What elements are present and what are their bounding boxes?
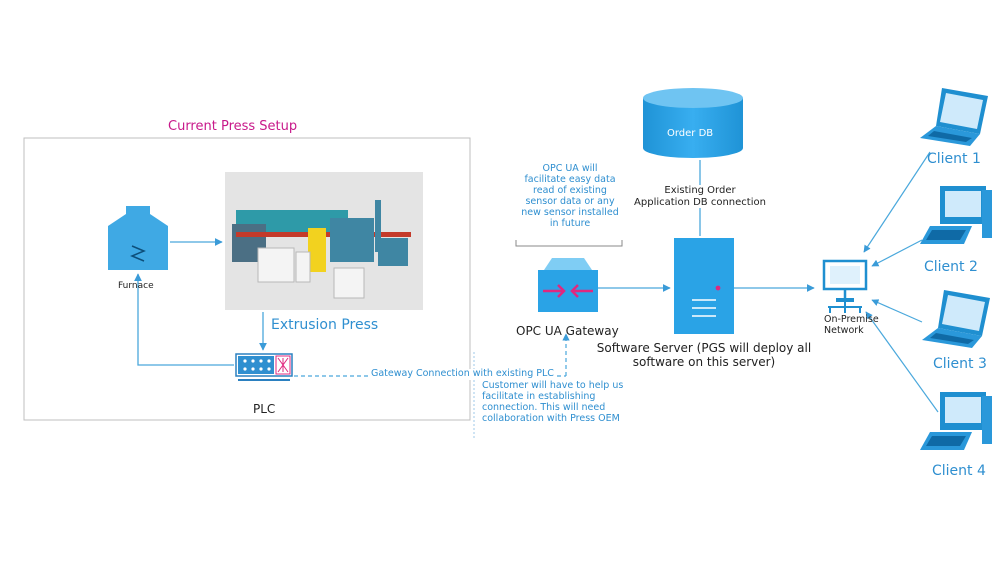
setup-box — [23, 137, 471, 421]
network-icon — [822, 259, 868, 313]
setup-box-title: Current Press Setup — [168, 119, 298, 134]
customer-note: Customer will have to help us facilitate… — [482, 380, 624, 424]
desktop-icon — [920, 392, 992, 450]
software-server-label: Software Server (PGS will deploy all sof… — [596, 341, 812, 369]
client4-arrow — [865, 311, 939, 413]
order-db-icon — [643, 88, 743, 158]
opc-ua-gateway-icon — [538, 258, 598, 312]
client-label: Client 3 — [933, 356, 987, 372]
client3-arrow — [871, 299, 923, 323]
desktop-icon — [920, 186, 992, 244]
laptop-icon — [920, 88, 988, 146]
laptop-icon — [922, 290, 990, 348]
client-label: Client 2 — [924, 259, 978, 275]
software-server-icon — [674, 238, 734, 334]
plc-label: PLC — [253, 402, 276, 416]
network-label: On-Premise Network — [824, 314, 879, 336]
furnace-icon — [108, 206, 168, 270]
client2-arrow — [871, 239, 923, 267]
opc-note-bracket — [515, 240, 623, 247]
extrusion-press-label: Extrusion Press — [271, 317, 379, 333]
db-connection-label: Existing Order Application DB connection — [622, 185, 778, 208]
client1-arrow — [863, 151, 931, 253]
plc-to-furnace-arrow — [134, 273, 234, 366]
order-db-label: Order DB — [667, 128, 714, 139]
plc-connection-label: Gateway Connection with existing PLC — [371, 368, 554, 380]
opc-ua-note: OPC UA will facilitate easy data read of… — [521, 163, 619, 229]
extrusion-press-image — [225, 172, 423, 310]
client-label: Client 1 — [927, 151, 981, 167]
furnace-label: Furnace — [118, 281, 154, 291]
client-label: Client 4 — [932, 463, 986, 479]
plc-icon — [235, 353, 293, 381]
opc-ua-gateway-label: OPC UA Gateway — [516, 324, 619, 338]
